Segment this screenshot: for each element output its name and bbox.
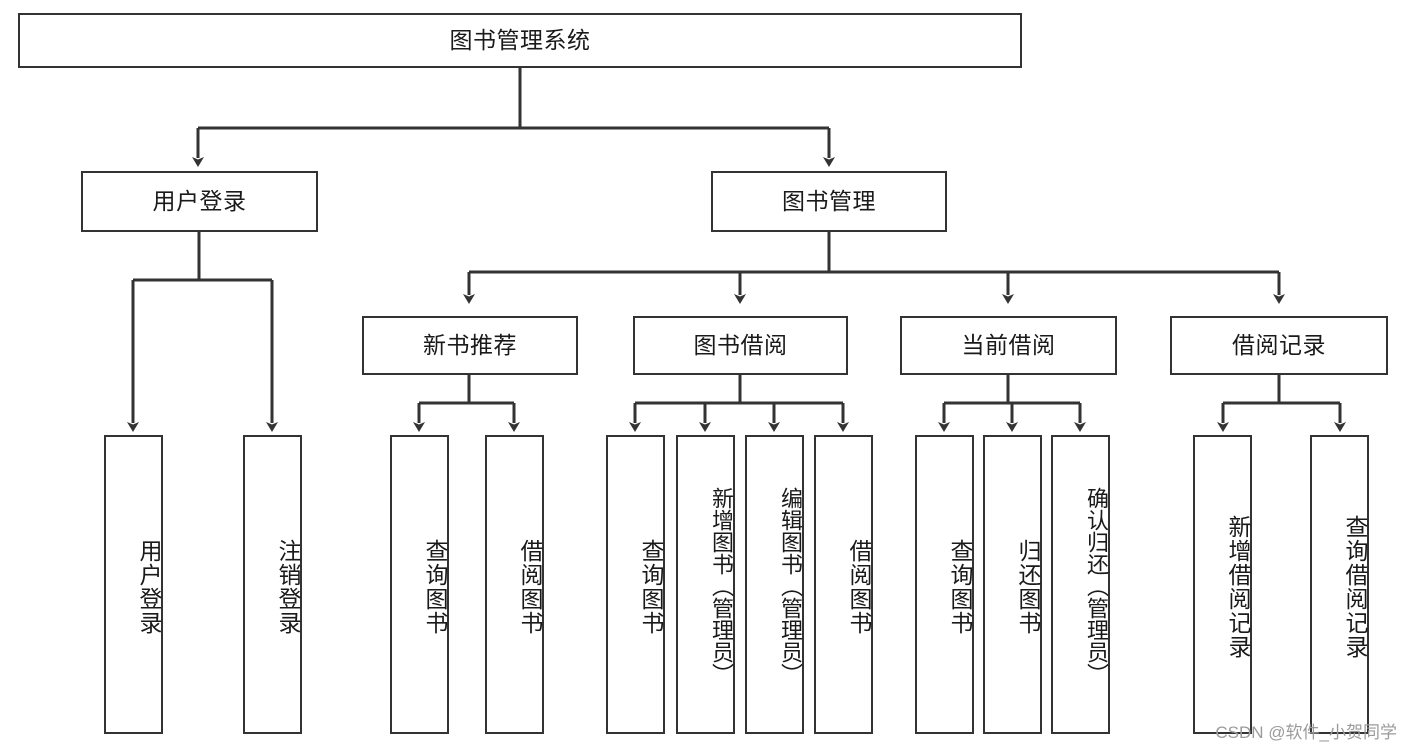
- leaf-user-login-login[interactable]: 用户登录: [104, 435, 163, 734]
- node-current-borrow[interactable]: 当前借阅: [900, 316, 1117, 375]
- node-label: 用户登录: [152, 187, 247, 214]
- node-book-management[interactable]: 图书管理: [711, 171, 947, 232]
- leaf-new-book-query-book[interactable]: 查询图书: [390, 435, 449, 734]
- node-book-borrow[interactable]: 图书借阅: [633, 316, 848, 375]
- node-label: 借阅记录: [1232, 331, 1326, 358]
- node-new-book-recommend[interactable]: 新书推荐: [362, 316, 578, 375]
- node-label: 图书管理: [782, 187, 876, 214]
- node-label: 图书管理系统: [449, 26, 591, 53]
- node-label: 图书借阅: [693, 331, 788, 358]
- node-label: 确认归还（管理员）: [1084, 486, 1109, 685]
- leaf-record-query-record[interactable]: 查询借阅记录: [1310, 435, 1369, 734]
- node-label: 借阅图书: [517, 538, 543, 635]
- watermark-csdn: CSDN @软件_小贺同学: [1215, 723, 1397, 742]
- node-label: 新书推荐: [423, 331, 517, 358]
- node-label: 注销登录: [275, 538, 301, 635]
- leaf-borrow-query-book[interactable]: 查询图书: [606, 435, 665, 734]
- leaf-current-confirm-return-admin[interactable]: 确认归还（管理员）: [1051, 435, 1110, 734]
- leaf-user-login-logout[interactable]: 注销登录: [243, 435, 302, 734]
- node-label: 查询图书: [638, 538, 664, 635]
- node-label: 新增图书（管理员）: [709, 486, 734, 685]
- node-label: 新增借阅记录: [1225, 514, 1251, 659]
- leaf-record-add-record[interactable]: 新增借阅记录: [1193, 435, 1252, 734]
- leaf-current-return-book[interactable]: 归还图书: [983, 435, 1042, 734]
- node-label: 编辑图书（管理员）: [778, 486, 803, 685]
- leaf-current-query-book[interactable]: 查询图书: [915, 435, 974, 734]
- node-label: 查询借阅记录: [1342, 514, 1368, 659]
- node-label: 用户登录: [136, 538, 162, 635]
- node-label: 当前借阅: [961, 331, 1056, 358]
- node-borrow-record[interactable]: 借阅记录: [1170, 316, 1388, 375]
- node-user-login[interactable]: 用户登录: [81, 171, 318, 232]
- node-root-book-management-system[interactable]: 图书管理系统: [18, 13, 1022, 68]
- node-label: 查询图书: [422, 538, 448, 635]
- leaf-borrow-edit-book-admin[interactable]: 编辑图书（管理员）: [745, 435, 804, 734]
- leaf-new-book-borrow-book[interactable]: 借阅图书: [485, 435, 544, 734]
- node-label: 查询图书: [947, 538, 973, 635]
- leaf-borrow-add-book-admin[interactable]: 新增图书（管理员）: [676, 435, 735, 734]
- node-label: 借阅图书: [846, 538, 872, 635]
- node-label: 归还图书: [1015, 538, 1041, 635]
- leaf-borrow-borrow-book[interactable]: 借阅图书: [814, 435, 873, 734]
